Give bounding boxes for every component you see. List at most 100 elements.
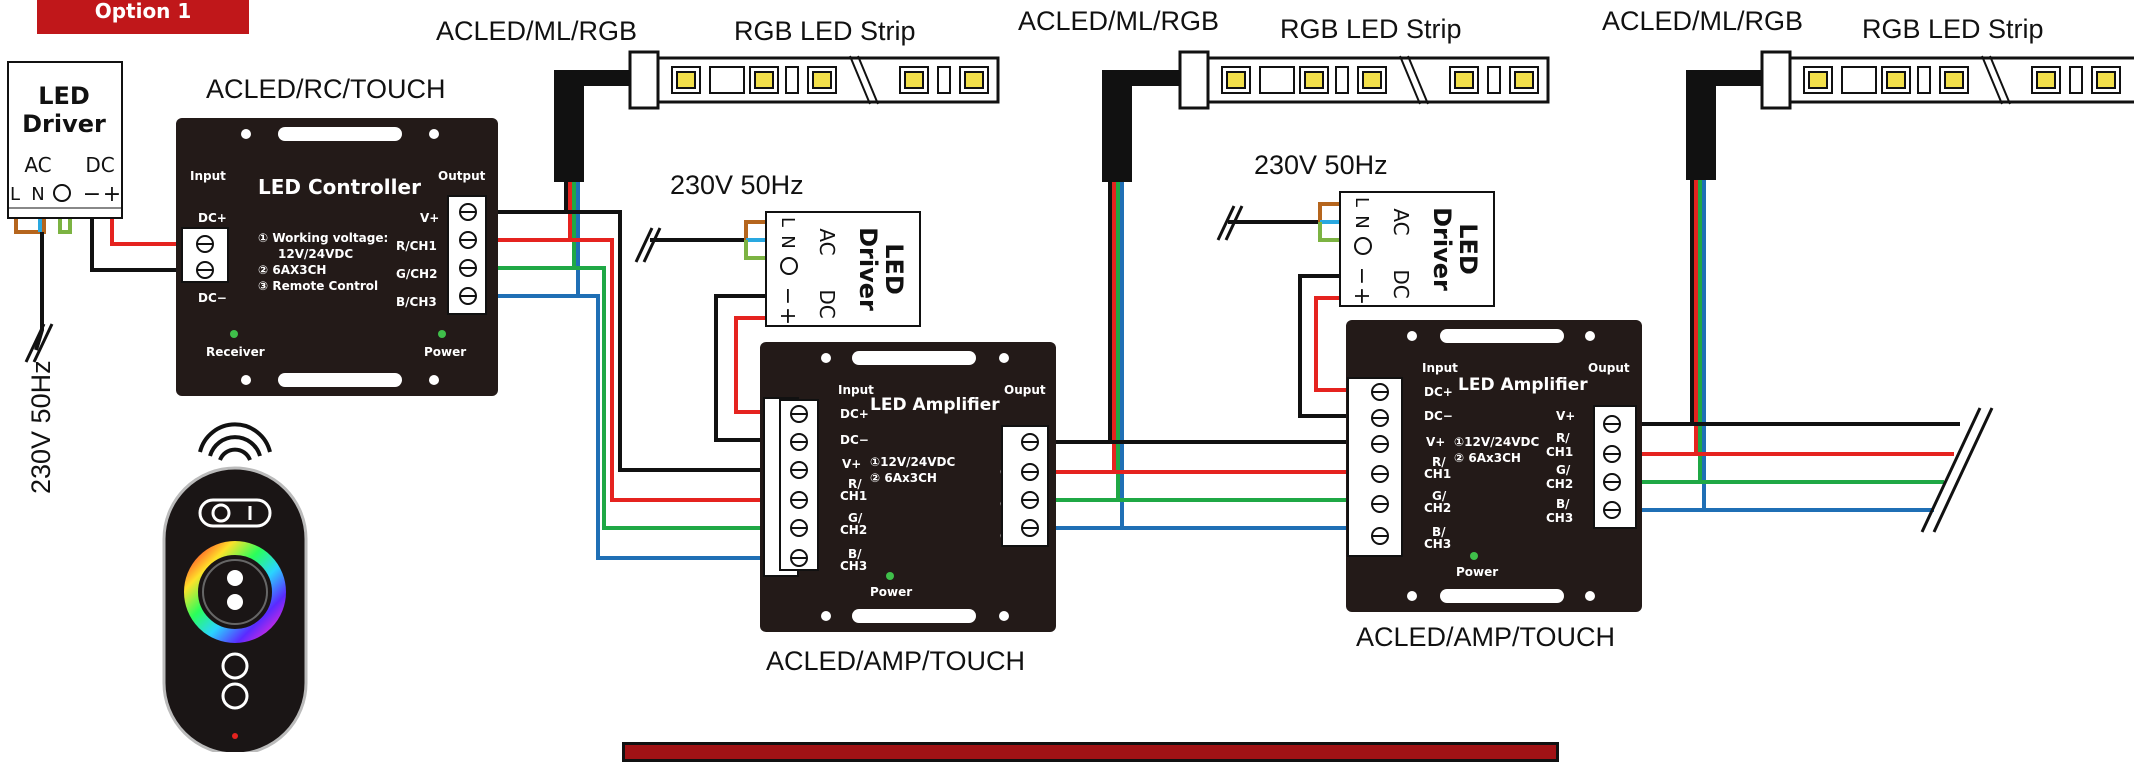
power-led-icon [438,330,446,338]
controller-title: LED Controller [258,175,421,199]
svg-text:R/: R/ [1432,455,1446,469]
svg-text:−: − [1349,267,1374,285]
svg-text:CH2: CH2 [1424,501,1451,515]
svg-text:R/: R/ [1556,431,1570,445]
earth-icon [53,184,71,202]
svg-text:DC+: DC+ [1424,385,1453,399]
touch-remote [162,422,308,752]
driver-plus-label: + [103,182,121,207]
svg-text:+: + [1349,287,1374,305]
svg-text:L: L [1351,197,1372,207]
svg-text:G/: G/ [1432,489,1447,503]
svg-text:LED: LED [880,243,908,295]
led-amplifier-2: Input LED Amplifier Ouput DC+ DC− V+ R/ … [1346,320,1642,612]
driver-n-label: N [31,184,44,205]
driver-minus-label: − [83,182,101,207]
label-amp-2: ACLED/AMP/TOUCH [1356,622,1615,652]
driver-l-label: L [10,184,20,205]
svg-text:② 6Ax3CH: ② 6Ax3CH [870,471,937,485]
svg-text:DC−: DC− [198,291,227,305]
svg-text:AC: AC [1389,208,1413,235]
label-ml-2: ACLED/ML/RGB [1018,6,1219,36]
svg-text:B/CH3: B/CH3 [396,295,437,309]
color-wheel-icon [184,541,286,643]
svg-text:N: N [1351,215,1372,228]
svg-text:B/: B/ [1432,525,1446,539]
label-strip-1: RGB LED Strip [734,16,916,46]
controller-input-label: Input [190,169,226,183]
svg-text:G/CH2: G/CH2 [396,267,437,281]
svg-text:Ouput: Ouput [1588,361,1630,375]
svg-text:DC+: DC+ [840,407,869,421]
svg-text:LED: LED [1454,223,1482,275]
svg-text:DC+: DC+ [198,211,227,225]
svg-text:①12V/24VDC: ①12V/24VDC [1454,435,1539,449]
svg-text:Input: Input [838,383,874,397]
svg-text:③ Remote Control: ③ Remote Control [258,279,378,293]
led-driver-2: LED Driver AC DC L N − + [765,211,921,327]
svg-text:N: N [777,235,798,248]
svg-text:CH1: CH1 [1424,467,1451,481]
led-amplifier-1: Input LED Amplifier Ouput DC+ DC− V+ R/ … [760,342,1056,632]
controller-output-label: Output [438,169,486,183]
driver-ac-label: AC [24,153,51,177]
svg-text:R/CH1: R/CH1 [396,239,437,253]
label-mains-3: 230V 50Hz [1254,150,1388,180]
svg-text:V+: V+ [1426,435,1445,449]
svg-text:L: L [777,217,798,227]
led-controller: Input LED Controller Output DC+ DC− ① Wo… [176,118,498,396]
svg-text:DC: DC [1389,269,1413,298]
svg-text:DC: DC [815,289,839,318]
led-driver-3: LED Driver AC DC L N − + [1339,191,1495,307]
led-driver-1: LED Driver AC DC L N − + [7,61,123,219]
svg-text:B/: B/ [848,547,862,561]
svg-text:Input: Input [1422,361,1458,375]
svg-text:CH3: CH3 [840,559,867,573]
svg-text:② 6AX3CH: ② 6AX3CH [258,263,326,277]
svg-text:CH2: CH2 [840,523,867,537]
svg-text:Driver: Driver [1428,207,1456,291]
svg-text:B/: B/ [1556,497,1570,511]
svg-text:V+: V+ [842,457,861,471]
label-ml-1: ACLED/ML/RGB [436,16,637,46]
svg-text:LED Amplifier: LED Amplifier [1458,375,1588,395]
label-mains-1: 230V 50Hz [26,360,56,494]
label-strip-3: RGB LED Strip [1862,14,2044,44]
svg-text:Receiver: Receiver [206,345,265,359]
driver-dc-label: DC [85,153,114,177]
svg-text:Ouput: Ouput [1004,383,1046,397]
label-rc-touch: ACLED/RC/TOUCH [206,74,446,104]
svg-text:② 6Ax3CH: ② 6Ax3CH [1454,451,1521,465]
svg-text:R/: R/ [848,477,862,491]
led-strip-3 [1760,50,2134,110]
svg-text:Power: Power [870,585,912,599]
svg-text:−: − [775,287,800,305]
driver-title-2: Driver [22,110,106,138]
receiver-led-icon [230,330,238,338]
svg-text:G/: G/ [1556,463,1571,477]
svg-text:CH2: CH2 [1546,477,1573,491]
led-strip-2 [1178,50,1550,110]
svg-text:LED Amplifier: LED Amplifier [870,395,1000,415]
svg-text:G/: G/ [848,511,863,525]
svg-text:CH1: CH1 [840,489,867,503]
signal-icon [198,422,272,453]
svg-text:V+: V+ [1556,409,1575,423]
option-badge: Option 1 [37,0,249,34]
led-strip-1 [628,50,1000,110]
svg-text:CH1: CH1 [1546,445,1573,459]
svg-text:Driver: Driver [854,227,882,311]
svg-text:① Working voltage:: ① Working voltage: [258,231,388,245]
svg-text:DC−: DC− [840,433,869,447]
label-mains-2: 230V 50Hz [670,170,804,200]
svg-text:12V/24VDC: 12V/24VDC [278,247,353,261]
wires [14,180,1960,560]
break-marks [24,205,1994,533]
svg-text:Power: Power [424,345,466,359]
svg-text:+: + [775,307,800,325]
svg-text:V+: V+ [420,211,439,225]
label-amp-1: ACLED/AMP/TOUCH [766,646,1025,676]
driver-title-1: LED [38,82,90,110]
label-ml-3: ACLED/ML/RGB [1602,6,1803,36]
